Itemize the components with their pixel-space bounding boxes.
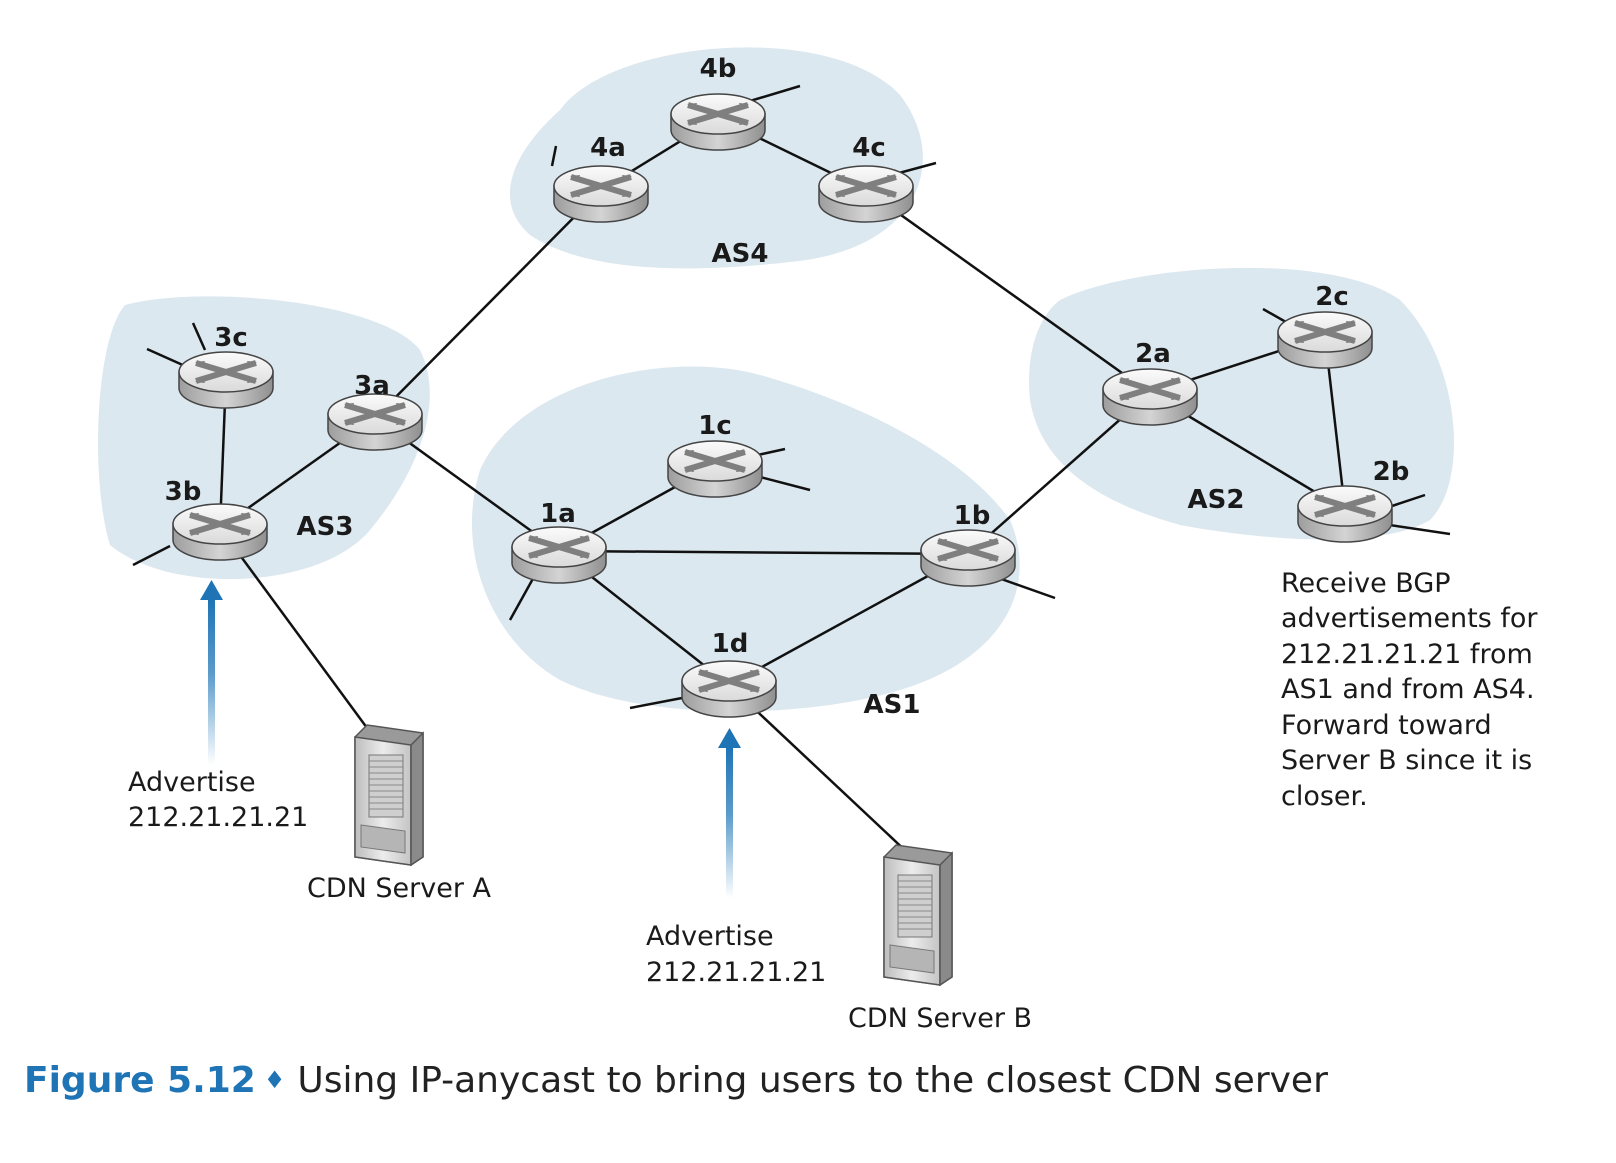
router-3b xyxy=(173,504,267,560)
router-4a xyxy=(554,166,648,222)
label-3a: 3a xyxy=(354,371,390,401)
cdn-server-a-icon xyxy=(354,724,424,866)
label-1b: 1b xyxy=(954,501,991,531)
advertise-a-line1: Advertise xyxy=(128,767,256,798)
advertise-arrow-a xyxy=(200,580,223,765)
note-line-4: AS1 and from AS4. xyxy=(1281,674,1535,705)
label-1d: 1d xyxy=(712,629,749,659)
router-1b xyxy=(921,530,1015,586)
note-line-5: Forward toward xyxy=(1281,710,1492,741)
label-4a: 4a xyxy=(590,133,626,163)
note-line-7: closer. xyxy=(1281,781,1368,812)
label-2c: 2c xyxy=(1315,282,1349,312)
advertise-arrow-b xyxy=(718,728,741,898)
note-line-1: Receive BGP xyxy=(1281,568,1451,599)
server-a-label: CDN Server A xyxy=(307,873,492,904)
as1-region xyxy=(471,366,1020,712)
as3-label: AS3 xyxy=(297,512,354,542)
router-1a xyxy=(512,527,606,583)
advertise-a-line2: 212.21.21.21 xyxy=(128,802,308,833)
label-4b: 4b xyxy=(700,54,737,84)
note-line-6: Server B since it is xyxy=(1281,745,1532,776)
router-3c xyxy=(179,352,273,408)
label-3b: 3b xyxy=(165,477,202,507)
label-1c: 1c xyxy=(698,411,732,441)
as1-label: AS1 xyxy=(864,690,921,720)
router-2b xyxy=(1298,486,1392,542)
advertise-b-line1: Advertise xyxy=(646,921,774,952)
as2-label: AS2 xyxy=(1188,485,1245,515)
label-2b: 2b xyxy=(1373,457,1410,487)
label-2a: 2a xyxy=(1135,339,1171,369)
figure-caption: Figure 5.12♦ Using IP-anycast to bring us… xyxy=(24,1060,1584,1120)
as4-label: AS4 xyxy=(712,239,769,269)
figure-number: Figure 5.12 xyxy=(24,1060,256,1101)
router-4b xyxy=(671,94,765,150)
label-3c: 3c xyxy=(214,323,248,353)
label-4c: 4c xyxy=(852,133,886,163)
caption-text: Using IP-anycast to bring users to the c… xyxy=(297,1060,1328,1101)
router-4c xyxy=(819,166,913,222)
router-1c xyxy=(668,441,762,497)
cdn-server-b-icon xyxy=(883,844,953,986)
label-1a: 1a xyxy=(540,499,576,529)
router-1d xyxy=(682,661,776,717)
router-3a xyxy=(328,394,422,450)
note-line-2: advertisements for xyxy=(1281,603,1538,634)
note-line-3: 212.21.21.21 from xyxy=(1281,639,1533,670)
advertise-b-line2: 212.21.21.21 xyxy=(646,957,826,988)
router-2a xyxy=(1103,369,1197,425)
caption-diamond-icon: ♦ xyxy=(263,1066,286,1094)
server-b-label: CDN Server B xyxy=(848,1003,1032,1034)
router-2c xyxy=(1278,312,1372,368)
